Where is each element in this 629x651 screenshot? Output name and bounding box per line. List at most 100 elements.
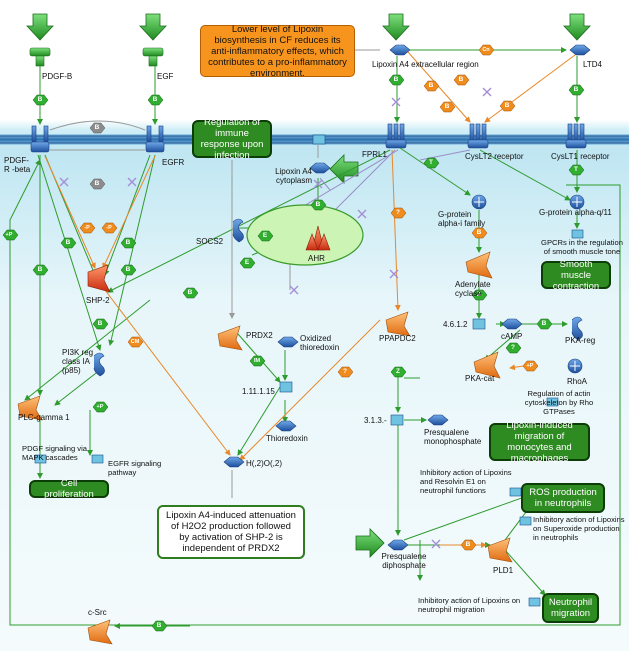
badge-binding: B (65, 239, 71, 246)
actin-map-icon (546, 397, 559, 407)
superoxide-note: Inhibitory action of Lipoxins on Superox… (533, 515, 625, 542)
lipoxin-ligand-arrow (382, 13, 410, 41)
badge-binding: B (428, 82, 434, 89)
ec-313-icon (390, 414, 404, 426)
badges (2, 44, 585, 632)
socs2-icon (232, 218, 244, 243)
presqualene-di-icon (387, 539, 409, 551)
badge-binding: B (541, 320, 547, 327)
attenuation-note-box: Lipoxin A4-induced attenuation of H2O2 p… (157, 505, 305, 559)
thioredoxin-icon (275, 420, 297, 432)
ppapdc2-icon (385, 311, 411, 337)
badge-binding: B (187, 289, 193, 296)
adenylate-label: Adenylate cyclase (455, 280, 491, 298)
camp-icon (501, 318, 523, 330)
h2o2-label: H(,2)O(,2) (246, 459, 282, 468)
c-src-icon (87, 619, 113, 645)
shp2-icon (87, 264, 111, 293)
cyslt2-receptor-icon (467, 123, 489, 149)
immune-response-box[interactable]: Regulation of immune response upon infec… (192, 117, 272, 161)
badge-binding: B (465, 541, 471, 548)
actin-note: Regulation of actin cytoskeleton by Rho … (524, 389, 594, 416)
presqualene-mono-icon (427, 414, 449, 426)
lipoxin-cytoplasm-icon (309, 162, 331, 174)
mapk-map-icon (34, 454, 47, 464)
ec313-label: 3.1.3.- (364, 416, 387, 425)
g-alpha-q-icon (569, 194, 585, 210)
g-alpha-i-icon (471, 194, 487, 210)
rhoa-icon (567, 358, 583, 374)
egfr-note: EGFR signaling pathway (108, 459, 162, 477)
pdgfr-label: PDGF-R -beta (4, 156, 31, 174)
ec-11115-icon (279, 381, 293, 393)
h2o2-icon (223, 456, 245, 468)
membrane-transporter-icon (312, 134, 326, 145)
ros-production-box[interactable]: ROS production in neutrophils (521, 483, 605, 513)
pdgfb-label: PDGF-B (42, 72, 73, 81)
badge-binding: B (125, 239, 131, 246)
lipoxin-extra-label: Lipoxin A4 extracellular region (372, 60, 479, 69)
egfr-receptor-icon (145, 125, 165, 153)
ec4612-label: 4.6.1.2 (443, 320, 468, 329)
ppapdc2-label: PPAPDC2 (379, 334, 416, 343)
socs2-label: SOCS2 (196, 237, 224, 246)
badge-catalysis: Z (477, 291, 481, 298)
badge-transformation: T (574, 166, 578, 173)
g-alpha-i-label: G-protein alpha-i family (438, 210, 486, 228)
badge-unknown: ? (511, 344, 515, 351)
ahr-icon (305, 225, 331, 251)
lipoxin-cyto-label: Lipoxin A4 cytoplasm (275, 167, 312, 185)
pka-cat-label: PKA-cat (465, 374, 495, 383)
badge-binding: B (393, 76, 399, 83)
monocyte-migration-box[interactable]: Lipoxin-induced migration of monocytes a… (489, 420, 590, 464)
lipoxin-entry-arrow (329, 154, 359, 184)
pld1-label: PLD1 (493, 566, 514, 575)
badge-dephospho: -P (84, 225, 90, 231)
rhoa-label: RhoA (567, 377, 588, 386)
badge-unknown: ? (396, 209, 400, 216)
badge-catalysis: Z (396, 368, 400, 375)
neutrophil-mig-map-icon (528, 597, 541, 607)
cell-proliferation-box[interactable]: Cell proliferation (29, 478, 109, 500)
prdx2-icon (217, 325, 243, 351)
badge-binding: B (37, 266, 43, 273)
oxidized-thioredoxin-icon (277, 336, 299, 348)
pka-reg-label: PKA-reg (565, 336, 596, 345)
ahr-label: AHR (308, 254, 325, 263)
fprl1-receptor-icon (385, 123, 407, 149)
cyslt1-label: CysLT1 receptor (551, 152, 610, 161)
badge-im: IM (253, 358, 261, 364)
badge-phospho: +P (5, 232, 13, 238)
badge-binding: B (152, 96, 158, 103)
pka-reg-icon (571, 316, 583, 341)
resolvin-note: Inhibitory action of Lipoxins and Resolv… (420, 468, 512, 495)
ltd4-icon (569, 44, 591, 56)
pld1-icon (487, 537, 513, 563)
badge-expression: E (262, 232, 268, 239)
badge-binding: B (94, 180, 100, 187)
oxidized-thio-label: Oxidized thioredoxin (300, 334, 340, 352)
egf-label: EGF (157, 72, 174, 81)
gpcr-note: GPCRs in the regulation of smooth muscle… (541, 238, 623, 256)
superoxide-map-icon (519, 516, 532, 526)
pi3k-label: PI3K reg class IA (p85) (62, 348, 94, 375)
badge-binding: B (476, 229, 482, 236)
badge-binding: B (156, 622, 162, 629)
badge-binding: B (315, 201, 321, 208)
pi3k-reg-icon (93, 352, 105, 377)
neutrophil-migration-box[interactable]: Neutrophil migration (542, 593, 599, 623)
shp2-label: SHP-2 (86, 296, 110, 305)
adenylate-cyclase-icon (465, 251, 493, 279)
pdgfb-icon (29, 47, 51, 67)
pdgfb-ligand-arrow (26, 13, 54, 41)
badge-binding: B (37, 96, 43, 103)
smooth-muscle-box[interactable]: Smooth muscle contraction (541, 259, 611, 292)
ltd4-ligand-arrow (563, 13, 591, 41)
presqualene-entry-arrow (355, 528, 385, 558)
cyslt2-label: CysLT2 receptor (465, 152, 524, 161)
badge-binding: B (458, 76, 464, 83)
badge-phospho: +P (526, 363, 534, 369)
plc-gamma-label: PLC-gamma 1 (18, 413, 70, 422)
